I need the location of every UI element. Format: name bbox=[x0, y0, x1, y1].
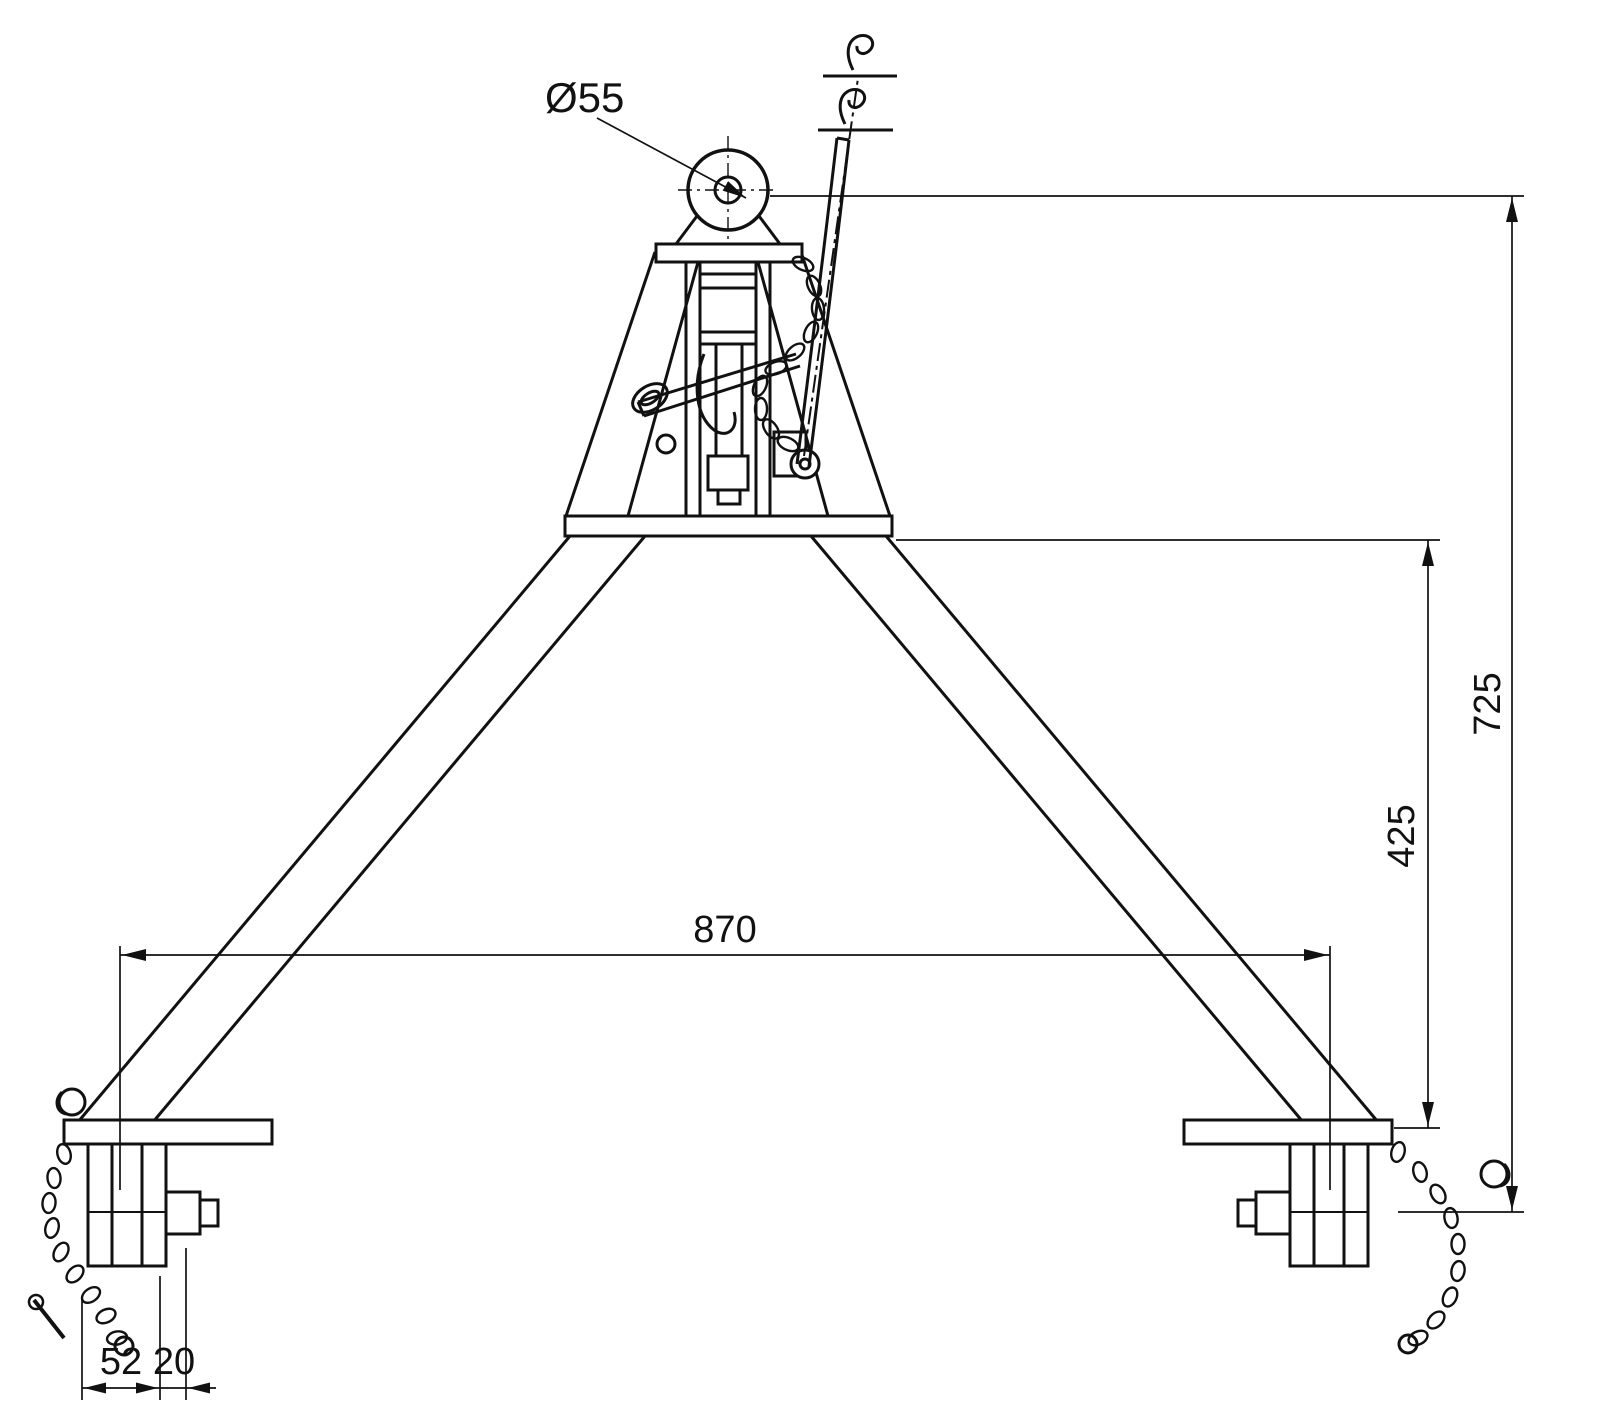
chain-link bbox=[1443, 1206, 1459, 1230]
dim-870: 870 bbox=[119, 909, 1331, 1190]
center-mast bbox=[684, 262, 772, 516]
apex-assembly bbox=[654, 136, 804, 264]
chain-link bbox=[1450, 1259, 1466, 1283]
chain-link bbox=[761, 418, 781, 440]
handle-edge bbox=[807, 139, 851, 467]
leg-edge-line bbox=[809, 535, 1305, 1123]
handle-edge bbox=[795, 137, 839, 465]
dim-arrow bbox=[1506, 198, 1518, 222]
chain-link bbox=[791, 255, 815, 273]
spring-end bbox=[655, 433, 677, 455]
chain-anchor-ring bbox=[57, 1087, 87, 1117]
centerlines bbox=[678, 136, 778, 240]
chain-link bbox=[52, 1241, 70, 1263]
dim-52-20: 52 20 bbox=[81, 1248, 216, 1400]
leg-edge-line bbox=[151, 535, 647, 1123]
left-pin-bracket bbox=[86, 1142, 168, 1268]
leader-line bbox=[596, 117, 747, 199]
latch-eye-ring bbox=[631, 382, 669, 414]
ring-curl bbox=[1499, 1162, 1511, 1188]
diameter-label: Ø55 bbox=[545, 74, 624, 121]
dim-diameter-55: Ø55 bbox=[545, 74, 747, 199]
handle-end-cap bbox=[836, 136, 850, 142]
lower-pin-head bbox=[164, 1190, 202, 1236]
handle-hook-lower bbox=[838, 88, 867, 125]
handle-hook-upper bbox=[846, 34, 875, 71]
dim-arrow bbox=[1422, 542, 1434, 566]
lower-pin-nut bbox=[1236, 1198, 1258, 1228]
left-foot-assembly bbox=[27, 1087, 274, 1357]
chain-link bbox=[65, 1264, 85, 1284]
chain-link bbox=[56, 1142, 72, 1166]
dim-870-label: 870 bbox=[693, 909, 756, 951]
chain-link bbox=[1450, 1232, 1466, 1256]
dim-725: 725 bbox=[770, 195, 1524, 1213]
dim-arrow bbox=[122, 949, 146, 961]
dim-arrow bbox=[1422, 1102, 1434, 1126]
right-foot-assembly bbox=[1182, 1118, 1511, 1355]
upper-left-leg bbox=[564, 251, 700, 517]
right-pin-bracket bbox=[1288, 1142, 1370, 1268]
eye-ring-outer bbox=[631, 382, 669, 414]
chain-link bbox=[1412, 1160, 1428, 1184]
cross-plate bbox=[563, 514, 894, 538]
dim-425-label: 425 bbox=[1381, 804, 1423, 867]
ring-curl bbox=[55, 1090, 67, 1116]
chain-link bbox=[1441, 1286, 1459, 1308]
right-chain bbox=[1390, 1140, 1466, 1347]
boss-side-line bbox=[757, 215, 782, 245]
chain-link bbox=[1390, 1140, 1406, 1164]
apex-bracket bbox=[654, 242, 804, 264]
dim-arrow bbox=[136, 1382, 158, 1394]
dim-725-label: 725 bbox=[1467, 672, 1509, 735]
dim-arrow bbox=[1304, 949, 1328, 961]
dim-52-label: 52 bbox=[100, 1341, 142, 1383]
lower-right-leg bbox=[809, 535, 1380, 1123]
chain-anchor-ring bbox=[1479, 1159, 1509, 1189]
chain-link bbox=[41, 1191, 57, 1215]
mast-crossbar bbox=[698, 272, 758, 290]
chain-link bbox=[1426, 1310, 1446, 1330]
chain-end-ring bbox=[1397, 1333, 1419, 1355]
dim-arrow bbox=[84, 1382, 106, 1394]
lower-pin-head bbox=[1254, 1190, 1292, 1236]
chain-link bbox=[751, 374, 769, 398]
release-handle bbox=[795, 34, 897, 467]
latch-block bbox=[706, 454, 750, 492]
chain-link bbox=[1429, 1183, 1447, 1205]
chain-end-ring bbox=[113, 1335, 135, 1357]
left-foot-plate bbox=[62, 1118, 274, 1146]
chain-link bbox=[46, 1166, 62, 1190]
left-chain bbox=[41, 1142, 129, 1346]
dim-425: 425 bbox=[896, 539, 1440, 1129]
chain-link bbox=[784, 342, 806, 362]
eye-ring-inner bbox=[639, 389, 661, 407]
dim-20-label: 20 bbox=[153, 1341, 195, 1383]
linch-pin bbox=[32, 1298, 66, 1340]
latch-hook bbox=[695, 353, 737, 435]
a-frame-structure bbox=[27, 34, 1511, 1357]
chain-link bbox=[802, 320, 820, 344]
latch-lever-edge bbox=[637, 352, 797, 404]
linch-pin-ring bbox=[27, 1293, 45, 1311]
latch-foot bbox=[716, 488, 742, 506]
boss-side-line bbox=[674, 215, 699, 245]
leg-edge-line bbox=[564, 251, 657, 517]
dim-arrow bbox=[188, 1382, 210, 1394]
chain-link bbox=[1407, 1329, 1429, 1347]
chain-link bbox=[753, 396, 769, 422]
dimensions: Ø55 870 725 425 bbox=[81, 74, 1524, 1400]
dim-arrow bbox=[1506, 1186, 1518, 1210]
right-foot-plate bbox=[1182, 1118, 1394, 1146]
leg-edge-line bbox=[76, 535, 572, 1123]
chain-link bbox=[764, 360, 788, 376]
lower-pin-nut bbox=[198, 1198, 220, 1228]
latch-slide-bar bbox=[714, 342, 744, 458]
leg-edge-line bbox=[884, 535, 1380, 1123]
leader-arrow bbox=[722, 181, 746, 198]
chain-link bbox=[95, 1307, 117, 1325]
chain-link bbox=[44, 1216, 60, 1240]
lower-left-leg bbox=[76, 535, 647, 1123]
